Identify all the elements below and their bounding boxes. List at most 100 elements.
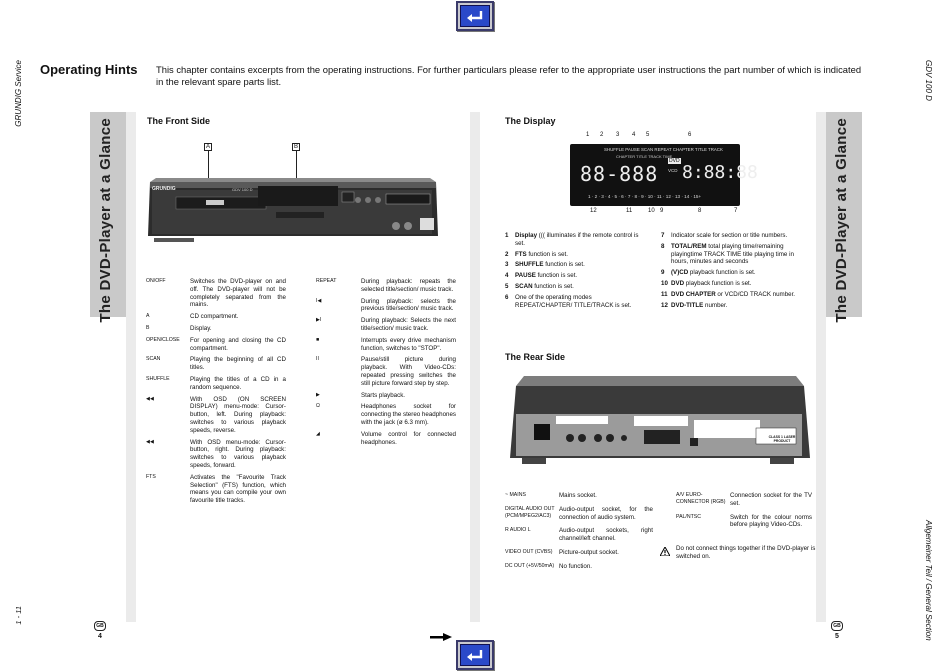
left-column-rule [126, 112, 136, 622]
key-description: With OSD (ON SCREEN DISPLAY) menu-mode: … [190, 395, 286, 434]
gb-badge-left: GB [94, 621, 106, 631]
item-desc: total playing time/remaining playingtime… [671, 242, 794, 266]
key-row: ◀◀ With OSD (ON SCREEN DISPLAY) menu-mode… [146, 396, 286, 435]
key-label: REPEAT [316, 278, 337, 284]
key-label: SHUFFLE [146, 375, 170, 382]
item-text: Display ((( illuminates if the remote co… [515, 232, 645, 248]
callout-number: 5 [646, 132, 650, 138]
seg-badge: DVD [668, 158, 681, 164]
seg-digits: 88-888 [580, 162, 659, 186]
right-title-band: The DVD-Player at a Glance [826, 112, 862, 323]
key-description: During playback: selects the previous ti… [361, 297, 456, 313]
item-number: 5 [505, 282, 509, 290]
return-arrow-icon [460, 644, 490, 666]
callout-number: 8 [698, 208, 702, 214]
model-label: GDV 100 D [232, 187, 253, 192]
key-description: Picture-output socket. [559, 548, 619, 556]
key-row: ◀◀With OSD menu-mode: Cursor-button, rig… [146, 439, 286, 470]
item-bold: (V)CD [671, 269, 689, 277]
key-description: Headphones socket for connecting the ste… [361, 403, 456, 426]
next-arrow-icon[interactable] [430, 628, 452, 646]
key-description: No function. [559, 562, 593, 570]
numbered-item: 7 Indicator scale for section or title nu… [661, 232, 811, 240]
item-number: 7 [661, 232, 665, 239]
item-number: 11 [661, 290, 668, 298]
item-text: DVD CHAPTER or VCD/CD TRACK number. [671, 291, 811, 299]
brand-logo: GRUNDIG [152, 186, 176, 192]
key-row: DC OUT (+5V/50mA) No function. [505, 563, 653, 571]
seg-vcd: VCD [668, 168, 678, 173]
band-title-right: The DVD-Player at a Glance [833, 118, 850, 323]
key-label: Ω [316, 403, 320, 410]
intro-text: This chapter contains excerpts from the … [156, 64, 862, 87]
item-text: SCAN function is set. [515, 283, 645, 291]
key-description: Mains socket. [559, 492, 597, 499]
key-description: For opening and closing the CD compartme… [190, 336, 286, 352]
center-column-rule [470, 112, 480, 622]
display-items-right: 7 Indicator scale for section or title nu… [661, 232, 811, 312]
key-label: ◀◀ [146, 395, 154, 402]
key-description: Activates the "Favourite Track Selection… [190, 473, 286, 505]
key-description: Audio-output sockets, right channel/left… [559, 527, 653, 543]
back-button-bottom[interactable] [456, 640, 494, 670]
key-label: FTS [146, 473, 156, 480]
key-row: I◀ During playback: selects the previous … [316, 298, 456, 314]
key-row: OPEN/CLOSE For opening and closing the CD… [146, 337, 286, 353]
numbered-item: 6 One of the operating modes REPEAT/CHAPT… [505, 294, 645, 310]
right-margin-bottom: Allgemeiner Teil / General Section [924, 520, 933, 641]
key-label: I◀ [316, 297, 322, 304]
leader-b [296, 151, 297, 201]
item-number: 3 [505, 261, 509, 269]
return-arrow-icon [460, 5, 490, 27]
page-title: Operating Hints [40, 62, 138, 77]
item-text: DVD playback function is set. [671, 280, 811, 288]
item-desc: function is set. [543, 261, 585, 269]
callout-number: 10 [648, 208, 655, 214]
key-row: FTS Activates the "Favourite Track Select… [146, 474, 286, 505]
callout-number: 3 [616, 132, 620, 138]
item-desc: Indicator scale for section or title num… [671, 232, 788, 239]
item-number: 6 [505, 293, 509, 301]
item-bold: DVD CHAPTER [671, 290, 716, 298]
band-title-left: The DVD-Player at a Glance [97, 118, 114, 323]
item-text: PAUSE function is set. [515, 272, 645, 280]
item-bold: DVD-TITLE [671, 301, 704, 309]
item-text: One of the operating modes REPEAT/CHAPTE… [515, 294, 645, 310]
key-row: VIDEO OUT (CVBS)Picture-output socket. [505, 549, 653, 557]
key-description: Audio-output socket, for the connection … [559, 505, 653, 521]
key-label: ■ [316, 336, 320, 343]
back-button-top[interactable] [456, 1, 494, 31]
page-ref: 1 - 11 [14, 606, 23, 625]
left-margin-label: GRUNDIG Service [14, 60, 23, 127]
key-label: OPEN/CLOSE [146, 336, 180, 343]
item-desc: function is set. [526, 250, 568, 258]
key-row: ■Interrupts every drive mechanism functi… [316, 337, 456, 353]
item-desc: number. [703, 301, 728, 309]
key-label: B [146, 324, 150, 331]
key-label: ▶ [316, 391, 320, 398]
callout-number: 6 [688, 132, 692, 138]
key-label: ◢ [316, 430, 320, 437]
key-row: ◢Volume control for connected headphones… [316, 431, 456, 447]
numbered-item: 5 SCAN function is set. [505, 283, 645, 291]
right-column-rule [816, 112, 826, 622]
key-label: DC OUT (+5V/50mA) [505, 562, 555, 569]
item-bold: DVD [671, 279, 685, 287]
callout-number: 7 [734, 208, 738, 214]
